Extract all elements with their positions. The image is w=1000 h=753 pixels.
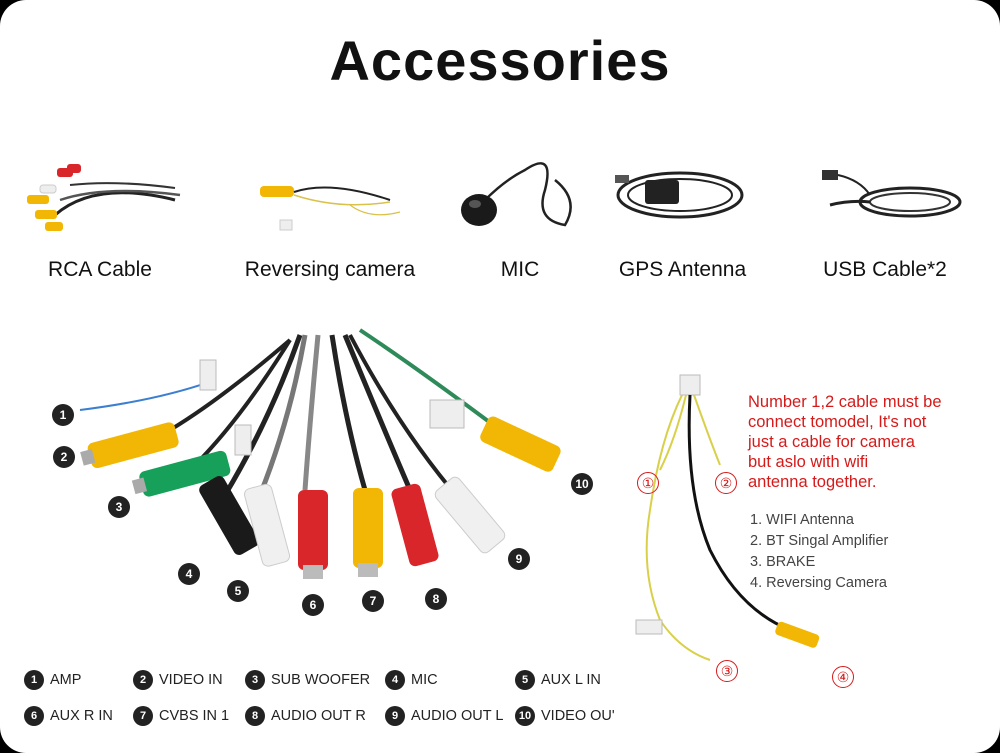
accessory-gps-antenna: GPS Antenna <box>595 140 770 290</box>
circled-number: ③ <box>716 660 738 682</box>
legend: 1 AMP 2 VIDEO IN 3 SUB WOOFER 4 MIC 5 AUX L I… <box>0 668 1000 748</box>
usb-cable-image <box>822 170 962 218</box>
legend-item: 4 MIC <box>385 670 438 690</box>
circled-number: ① <box>637 472 659 494</box>
legend-number: 6 <box>24 706 44 726</box>
legend-number: 9 <box>385 706 405 726</box>
accessory-label: Reversing camera <box>244 258 416 281</box>
note-line: connect tomodel, It's not <box>748 413 927 431</box>
rca-cable-image <box>27 164 181 231</box>
legend-number: 10 <box>515 706 535 726</box>
note-line: antenna together. <box>748 473 877 491</box>
legend-item: 10 VIDEO OU' <box>515 706 615 726</box>
list-item: 3. BRAKE <box>750 554 816 570</box>
note-line: but aslo with wifi <box>748 453 869 471</box>
legend-label: AUDIO OUT L <box>411 708 504 724</box>
legend-item: 1 AMP <box>24 670 81 690</box>
wire-number-badge: 10 <box>571 473 593 495</box>
legend-number: 1 <box>24 670 44 690</box>
legend-label: AUX R IN <box>50 708 113 724</box>
legend-item: 5 AUX L IN <box>515 670 601 690</box>
legend-label: MIC <box>411 672 438 688</box>
legend-label: AUX L IN <box>541 672 601 688</box>
legend-item: 9 AUDIO OUT L <box>385 706 503 726</box>
accessory-reversing-camera: Reversing camera <box>230 140 430 290</box>
wire-number-badge: 7 <box>362 590 384 612</box>
legend-item: 2 VIDEO IN <box>133 670 223 690</box>
legend-number: 2 <box>133 670 153 690</box>
legend-label: VIDEO OU' <box>541 708 615 724</box>
accessory-label: GPS Antenna <box>618 258 747 281</box>
legend-item: 8 AUDIO OUT R <box>245 706 366 726</box>
note-line: Number 1,2 cable must be <box>748 393 942 411</box>
legend-label: CVBS IN 1 <box>159 708 230 724</box>
note-line: just a cable for camera <box>748 433 915 451</box>
page-title: Accessories <box>329 29 671 92</box>
legend-number: 4 <box>385 670 405 690</box>
gps-antenna-image <box>615 171 744 219</box>
legend-item: 6 AUX R IN <box>24 706 113 726</box>
legend-number: 8 <box>245 706 265 726</box>
wire-number-badge: 5 <box>227 580 249 602</box>
wire-number-badge: 3 <box>108 496 130 518</box>
legend-item: 7 CVBS IN 1 <box>133 706 229 726</box>
accessory-rca-cable: RCA Cable <box>15 140 185 290</box>
mic-image <box>461 162 572 227</box>
wire-number-badge: 4 <box>178 563 200 585</box>
legend-number: 5 <box>515 670 535 690</box>
cable-note: Number 1,2 cable must be connect tomodel… <box>748 392 942 492</box>
camera-cable-list: 1. WIFI Antenna 2. BT Singal Amplifier 3… <box>750 510 888 594</box>
list-item: 2. BT Singal Amplifier <box>750 533 889 549</box>
legend-number: 7 <box>133 706 153 726</box>
legend-label: VIDEO IN <box>159 672 223 688</box>
wire-number-badge: 2 <box>53 446 75 468</box>
list-item: 1. WIFI Antenna <box>750 512 854 528</box>
legend-item: 3 SUB WOOFER <box>245 670 370 690</box>
accessory-label: USB Cable*2 <box>823 258 947 281</box>
circled-number: ④ <box>832 666 854 688</box>
legend-label: AMP <box>50 672 82 688</box>
accessory-usb-cable: USB Cable*2 <box>800 140 970 290</box>
reversing-camera-cable-image <box>260 186 401 231</box>
accessory-label: RCA Cable <box>48 258 152 281</box>
camera-cable-diagram <box>635 374 820 661</box>
wire-number-badge: 1 <box>52 404 74 426</box>
accessory-mic: MIC <box>435 140 605 290</box>
wire-number-badge: 9 <box>508 548 530 570</box>
wiring-harness-image <box>79 328 561 579</box>
wire-number-badge: 8 <box>425 588 447 610</box>
legend-number: 3 <box>245 670 265 690</box>
wire-number-badge: 6 <box>302 594 324 616</box>
legend-label: AUDIO OUT R <box>271 708 366 724</box>
accessory-label: MIC <box>500 258 540 281</box>
circled-number: ② <box>715 472 737 494</box>
legend-label: SUB WOOFER <box>271 672 371 688</box>
list-item: 4. Reversing Camera <box>750 575 887 591</box>
